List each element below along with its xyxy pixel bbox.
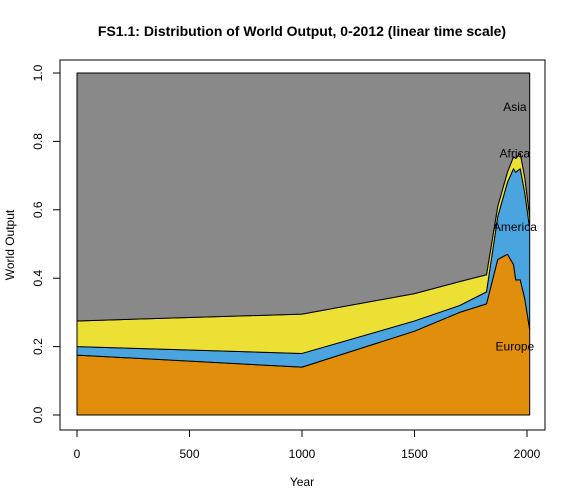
x-tick-label: 2000 [514,447,541,461]
y-tick-label: 0.8 [31,133,45,150]
y-tick-label: 0.2 [31,338,45,355]
y-tick-label: 0.6 [31,201,45,218]
x-tick-label: 1500 [401,447,428,461]
region-label-america: America [493,220,537,234]
y-tick-label: 0.4 [31,270,45,287]
stacked-areas [76,72,531,416]
x-axis-label: Year [290,475,314,489]
y-tick-label: 1.0 [31,64,45,81]
area-asia [76,72,531,322]
region-label-europe: Europe [496,340,535,354]
y-axis: 0.0 0.2 0.4 0.6 0.8 1.0 [31,64,61,423]
region-label-africa: Africa [500,146,531,160]
region-label-asia: Asia [503,100,527,114]
x-tick-label: 0 [74,447,81,461]
x-tick-label: 1000 [289,447,316,461]
y-tick-label: 0.0 [31,406,45,423]
x-axis: 0 500 1000 1500 2000 [74,429,541,461]
chart-title: FS1.1: Distribution of World Output, 0-2… [98,23,506,39]
y-axis-label: World Output [3,209,17,280]
x-tick-label: 500 [179,447,199,461]
